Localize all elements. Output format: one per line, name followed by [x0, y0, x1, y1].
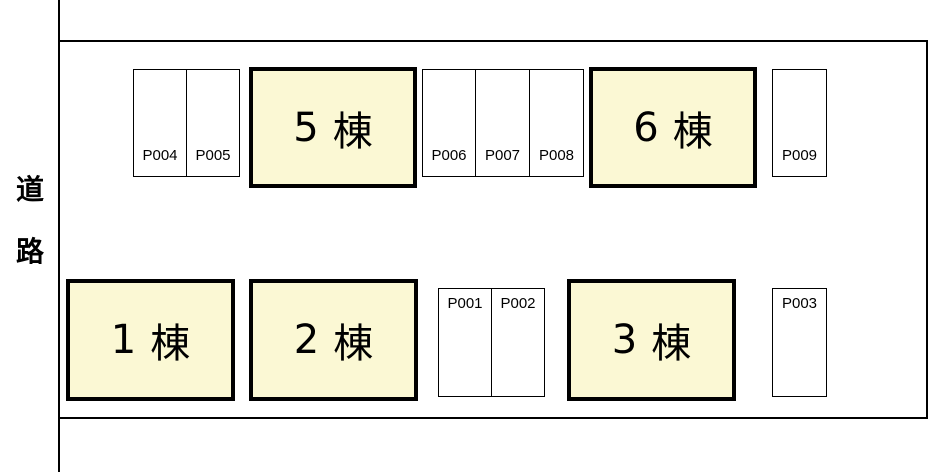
- building-number: 5: [293, 104, 319, 151]
- road-label-char-1: 道: [15, 173, 44, 206]
- building-6: 6 棟: [589, 67, 757, 188]
- parking-label: P005: [195, 147, 231, 164]
- building-number: 1: [110, 317, 137, 363]
- parking-label: P006: [431, 147, 467, 164]
- building-unit: 棟: [651, 321, 692, 367]
- building-number: 3: [611, 317, 638, 363]
- building-2: 2 棟: [249, 279, 418, 401]
- parking-label: P002: [500, 295, 536, 312]
- building-5: 5 棟: [249, 67, 417, 188]
- building-number: 2: [293, 317, 320, 363]
- road-label-char-2: 路: [15, 235, 44, 268]
- parking-space-p005: P005: [186, 69, 240, 177]
- building-number: 6: [633, 104, 659, 151]
- parking-space-p007: P007: [475, 69, 530, 177]
- parking-space-p008: P008: [529, 69, 584, 177]
- parking-label: P008: [538, 147, 575, 164]
- parking-label: P003: [781, 295, 818, 312]
- parking-space-p002: P002: [491, 288, 545, 397]
- parking-space-p001: P001: [438, 288, 492, 397]
- building-unit: 棟: [672, 108, 713, 155]
- building-unit: 棟: [333, 321, 374, 367]
- parking-label: P004: [142, 147, 178, 164]
- building-3: 3 棟: [567, 279, 736, 401]
- parking-space-p004: P004: [133, 69, 187, 177]
- parking-space-p009: P009: [772, 69, 827, 177]
- parking-label: P009: [781, 147, 818, 164]
- building-unit: 棟: [332, 108, 373, 155]
- parking-label: P007: [484, 147, 521, 164]
- parking-space-p003: P003: [772, 288, 827, 397]
- building-unit: 棟: [150, 321, 191, 367]
- parking-label: P001: [447, 295, 483, 312]
- building-1: 1 棟: [66, 279, 235, 401]
- parking-space-p006: P006: [422, 69, 476, 177]
